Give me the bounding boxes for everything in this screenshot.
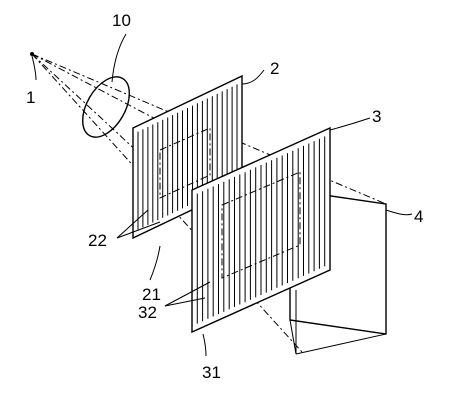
label-slits-second: 32 — [138, 303, 157, 322]
label-lens: 10 — [112, 11, 131, 30]
grating-first-slits — [137, 84, 238, 230]
grating-second-slits — [196, 136, 326, 324]
leader-22-b — [116, 221, 161, 239]
leader-32-b — [164, 297, 206, 307]
grating-second — [191, 126, 331, 334]
leader-21 — [149, 245, 161, 281]
leader-22-a — [116, 209, 149, 239]
leader-10 — [111, 33, 127, 83]
leader-31 — [202, 333, 207, 357]
grating-first-inner-window — [159, 127, 211, 199]
label-grating-first: 2 — [270, 59, 279, 78]
leader-2 — [241, 69, 265, 85]
leader-3 — [329, 117, 371, 131]
screen-edge-bottom — [295, 333, 387, 355]
label-substrate-first: 21 — [142, 285, 161, 304]
label-light-source: 1 — [26, 88, 35, 107]
label-grating-second: 3 — [372, 107, 381, 126]
label-substrate-second: 31 — [202, 363, 221, 382]
leader-4 — [385, 209, 413, 216]
screen-edge-left — [289, 319, 297, 355]
lens-ellipse — [81, 76, 131, 138]
grating-second-inner-window — [221, 171, 301, 279]
leader-32-a — [164, 281, 211, 307]
label-screen: 4 — [414, 207, 423, 226]
leader-1 — [31, 55, 37, 81]
label-slits-first: 22 — [88, 231, 107, 250]
leader-lines — [31, 33, 413, 357]
